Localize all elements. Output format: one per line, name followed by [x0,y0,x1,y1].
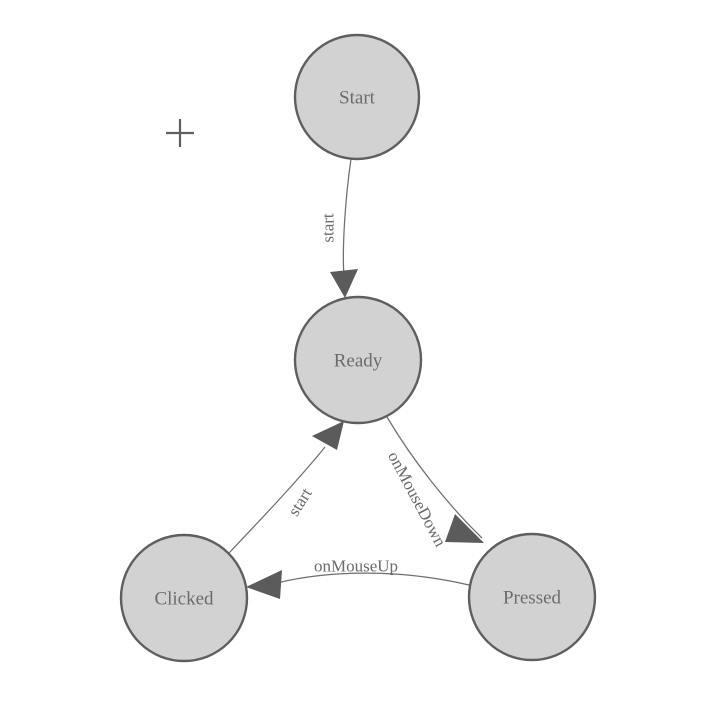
node-pressed-label: Pressed [503,588,562,609]
crosshair-cursor-icon [166,119,194,147]
edge-pressed-to-clicked-path [276,572,470,586]
edge-start-to-ready-path [342,158,352,277]
edge-ready-to-pressed-path [386,416,483,539]
node-ready-circle[interactable] [293,295,423,425]
edge-start-to-ready-label: start [319,213,338,243]
edge-clicked-to-ready-arrowhead [312,421,344,450]
node-start[interactable]: Start [293,33,421,161]
edge-ready-to-pressed-arrowhead [445,514,484,543]
node-start-label: Start [339,88,376,109]
edge-ready-to-pressed[interactable]: onMouseDown [384,416,484,550]
edge-pressed-to-clicked-arrowhead [246,570,282,599]
edge-pressed-to-clicked-label: onMouseUp [314,557,398,576]
edge-start-to-ready-arrowhead [330,269,358,298]
node-pressed-circle[interactable] [467,532,597,662]
edge-clicked-to-ready[interactable]: start [228,421,344,554]
node-clicked-circle[interactable] [119,533,249,663]
edge-clicked-to-ready-label: start [284,484,316,519]
node-start-circle[interactable] [293,33,421,161]
node-ready[interactable]: Ready [293,295,423,425]
node-clicked-label: Clicked [154,589,214,610]
edge-pressed-to-clicked[interactable]: onMouseUp [246,557,470,600]
node-pressed[interactable]: Pressed [467,532,597,662]
node-clicked[interactable]: Clicked [119,533,249,663]
node-ready-label: Ready [334,351,383,372]
edge-start-to-ready[interactable]: start [319,158,359,298]
edge-clicked-to-ready-path [228,446,326,554]
